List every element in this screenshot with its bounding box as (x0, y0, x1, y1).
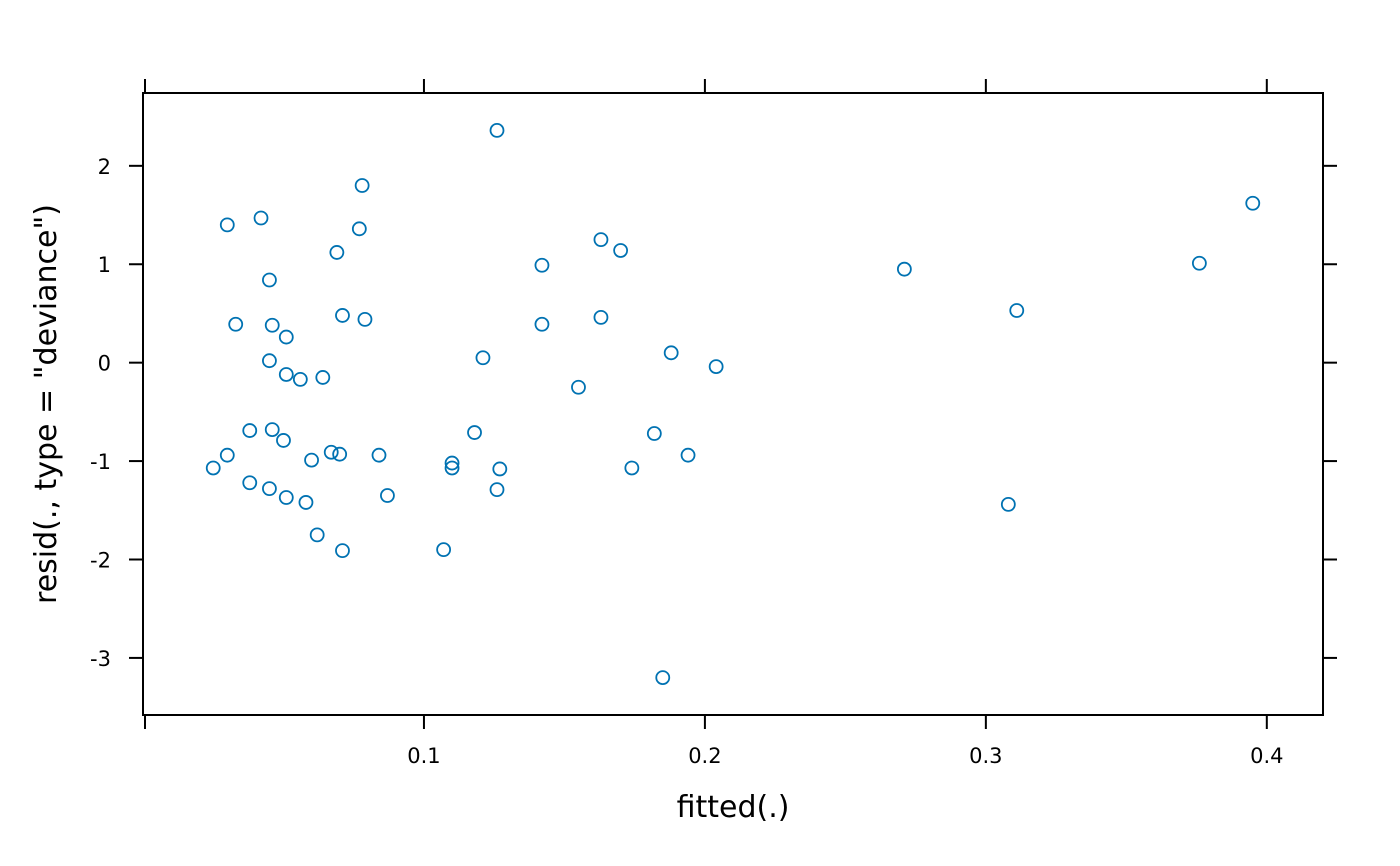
data-point (219, 217, 235, 233)
data-point (357, 311, 373, 327)
data-point (489, 122, 505, 138)
data-point (278, 329, 294, 345)
data-points (205, 122, 1261, 686)
data-point (467, 425, 482, 440)
data-point (304, 452, 319, 468)
y-tick-label: -3 (90, 647, 111, 671)
data-point (380, 488, 395, 503)
x-tick-label: 0.1 (407, 744, 440, 768)
data-point (278, 367, 294, 382)
data-point (571, 379, 586, 395)
data-point (242, 475, 258, 491)
data-point (262, 272, 277, 288)
data-point (278, 490, 294, 505)
data-point (309, 527, 325, 543)
data-point (1000, 496, 1016, 512)
data-point (264, 422, 280, 437)
x-axis-ticks: 0.1 0.2 0.3 0.4 (144, 79, 1284, 768)
data-point (354, 178, 370, 193)
data-point (329, 245, 345, 260)
data-point (323, 444, 339, 460)
y-tick-label: 0 (98, 352, 111, 376)
data-point (1245, 195, 1261, 211)
y-tick-label: 2 (98, 155, 111, 179)
data-point (624, 460, 640, 476)
data-point (315, 370, 331, 385)
data-point (613, 243, 629, 258)
y-axis-label: resid(., type = "deviance") (29, 204, 64, 604)
y-tick-label: 1 (98, 253, 111, 277)
data-point (492, 461, 508, 477)
plot-panel (142, 92, 1324, 716)
data-point (298, 495, 314, 510)
x-tick-label: 0.4 (1250, 744, 1283, 768)
x-axis-label: fitted(.) (677, 790, 790, 825)
data-point (444, 455, 460, 471)
data-point (262, 353, 277, 369)
data-point (1009, 303, 1025, 318)
data-point (534, 257, 550, 273)
y-tick-label: -2 (90, 549, 111, 573)
data-point (253, 210, 269, 226)
data-point (655, 670, 671, 686)
data-point (351, 221, 367, 237)
data-point (489, 482, 505, 498)
data-point (264, 317, 280, 333)
data-point (475, 350, 491, 366)
data-point (228, 316, 244, 332)
data-point (436, 542, 452, 558)
data-point (205, 460, 221, 476)
data-point (335, 308, 350, 323)
y-axis-ticks: -3 -2 -1 0 1 2 (90, 155, 1337, 671)
data-point (663, 345, 679, 361)
data-point (219, 447, 235, 463)
data-point (276, 433, 291, 448)
data-point (262, 481, 277, 497)
data-point (1191, 255, 1207, 271)
data-point (242, 423, 258, 438)
data-point (332, 446, 348, 462)
data-point (593, 232, 609, 248)
x-tick-label: 0.2 (688, 744, 721, 768)
data-point (896, 261, 912, 277)
data-point (444, 460, 460, 476)
data-point (646, 426, 662, 441)
data-point (534, 316, 550, 332)
y-tick-label: -1 (90, 450, 111, 474)
data-point (680, 447, 696, 463)
data-point (371, 447, 387, 463)
data-point (708, 359, 724, 375)
data-point (593, 309, 609, 325)
data-point (335, 543, 350, 559)
x-tick-label: 0.3 (969, 744, 1002, 768)
data-point (292, 371, 308, 387)
